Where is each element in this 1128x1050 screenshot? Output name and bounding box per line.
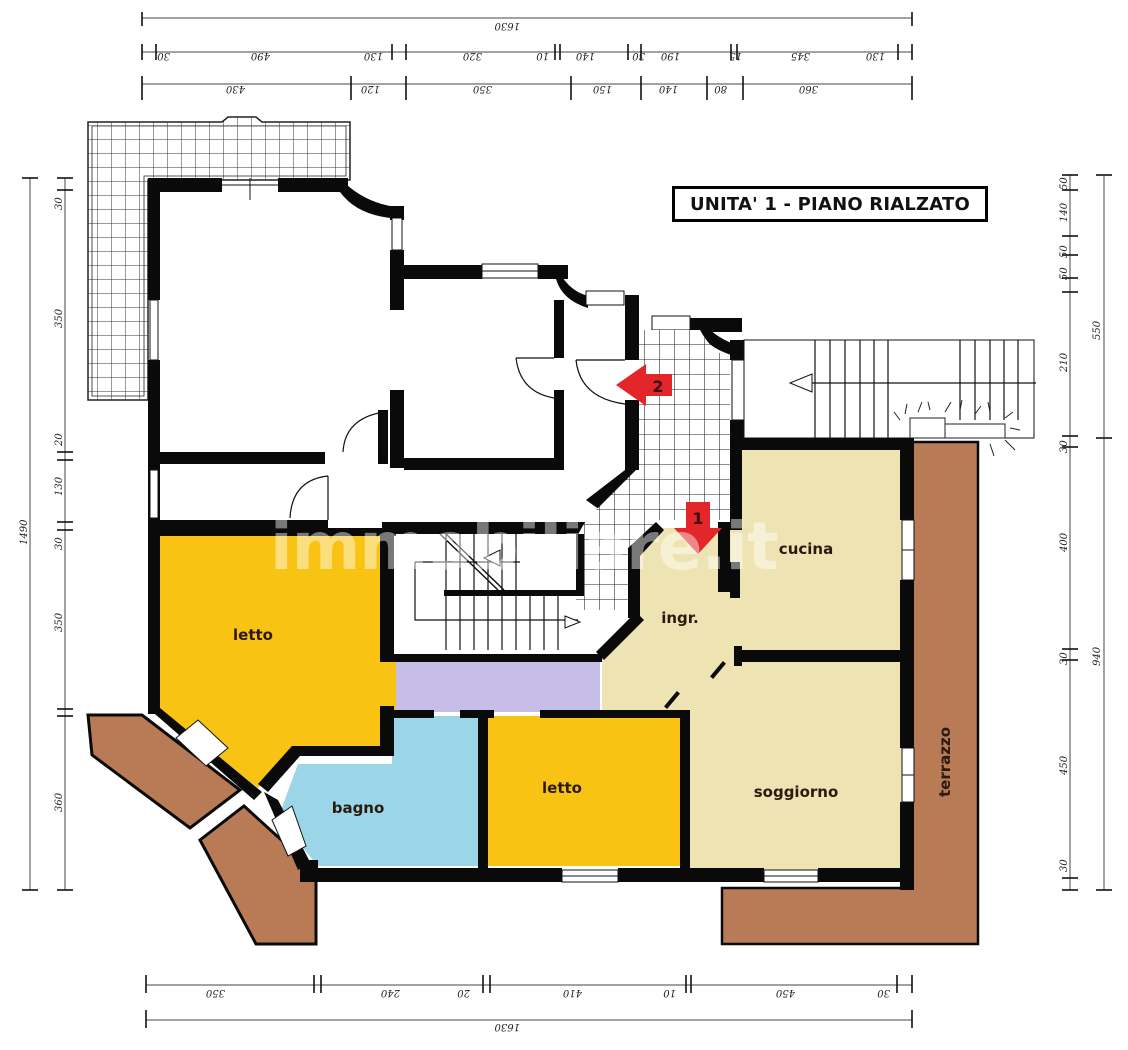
room-disimpegno	[396, 660, 600, 712]
dim-top-130b: 130	[865, 50, 885, 61]
dim-top2-140: 140	[658, 83, 678, 94]
dim-right-50c: 50	[1059, 267, 1070, 280]
balcony-left-1	[86, 713, 243, 830]
dim-right-210: 210	[1059, 352, 1070, 373]
dim-top2-350: 350	[472, 83, 492, 94]
dim-top-320: 320	[462, 50, 482, 61]
dim-left-30b: 30	[54, 537, 65, 550]
dim-bottom-total: 1630	[494, 1021, 520, 1032]
dim-bottom-20: 20	[457, 987, 471, 998]
dim-bottom-10: 10	[663, 987, 676, 998]
room-letto-1	[160, 534, 396, 788]
entrance-arrow-2-icon: 2	[616, 364, 672, 406]
dim-top-490: 490	[250, 50, 271, 61]
dim-right-450: 450	[1059, 755, 1070, 776]
dim-bottom-240: 240	[380, 987, 401, 998]
dim-top2-80: 80	[714, 83, 727, 94]
room-living	[602, 448, 908, 880]
dim-bottom-450: 450	[775, 987, 796, 998]
dim-left-total: 1490	[19, 519, 30, 545]
dim-left-130: 130	[54, 476, 65, 496]
dim-right-140: 140	[1059, 202, 1070, 222]
external-stairs	[743, 339, 1036, 457]
dim-top-130: 130	[363, 50, 383, 61]
dim-top-15: 15	[729, 50, 742, 61]
dim-top2-430: 430	[225, 83, 246, 94]
dim-top-190: 190	[660, 50, 680, 61]
dim-top-345: 345	[791, 50, 810, 61]
dim-right-940: 940	[1092, 646, 1103, 666]
room-bagno	[278, 716, 478, 866]
plan-title-box: UNITA' 1 - PIANO RIALZATO	[672, 186, 988, 222]
label-letto-1: letto	[233, 626, 273, 644]
plants-icon	[893, 399, 1021, 457]
dim-right-50b: 50	[1059, 245, 1070, 258]
upper-walls	[148, 178, 744, 534]
label-soggiorno: soggiorno	[754, 783, 839, 801]
dim-left-350: 350	[54, 308, 65, 328]
dim-right-30b: 30	[1059, 652, 1070, 665]
dim-right-30: 30	[1059, 440, 1070, 453]
entrance-marker-2: 2	[652, 377, 663, 396]
dim-top-10: 10	[536, 50, 549, 61]
dim-top-30b: 30	[632, 50, 645, 61]
entrance-marker-1: 1	[692, 509, 703, 528]
dim-left-360: 360	[54, 792, 65, 812]
label-letto-2: letto	[542, 779, 582, 797]
dim-right-30c: 30	[1059, 859, 1070, 872]
dimension-left: 1490 30 350 20 130 30 350 360	[19, 177, 73, 891]
entrance-arrow-1-icon: 1	[674, 502, 722, 554]
dim-left-30: 30	[54, 197, 65, 210]
unit-walls	[148, 438, 914, 890]
dimension-right: 50 140 50 50 210 30 400 30 450 30 550 94…	[1059, 174, 1112, 891]
dim-top2-360: 360	[798, 83, 818, 94]
room-letto-2	[488, 716, 680, 866]
label-terrazzo: terrazzo	[936, 727, 954, 797]
dim-bottom-350: 350	[205, 987, 225, 998]
upper-windows	[149, 178, 745, 519]
dim-left-350b: 350	[54, 612, 65, 632]
label-ingresso: ingr.	[661, 609, 699, 627]
dimension-top: 1630 30 490 130 320 10 140 30 190 15 345…	[141, 12, 913, 100]
dim-top2-120: 120	[360, 83, 380, 94]
dim-top2-150: 150	[592, 83, 612, 94]
balcony-tiled	[87, 116, 351, 401]
dim-bottom-410: 410	[562, 987, 583, 998]
dim-bottom-30: 30	[877, 987, 890, 998]
dim-top-30: 30	[157, 50, 170, 61]
plan-title: UNITA' 1 - PIANO RIALZATO	[689, 193, 971, 215]
label-cucina: cucina	[779, 540, 833, 558]
dim-top-total: 1630	[494, 20, 520, 31]
dim-left-20: 20	[54, 433, 65, 447]
dim-right-550: 550	[1092, 320, 1103, 340]
staircase	[396, 533, 584, 654]
dim-right-50: 50	[1059, 177, 1070, 190]
label-bagno: bagno	[332, 799, 385, 817]
dimension-bottom: 350 240 20 410 10 450 30 1630	[145, 975, 913, 1032]
dim-right-400: 400	[1059, 532, 1070, 553]
dim-top-140: 140	[575, 50, 595, 61]
unit-windows	[175, 519, 915, 883]
